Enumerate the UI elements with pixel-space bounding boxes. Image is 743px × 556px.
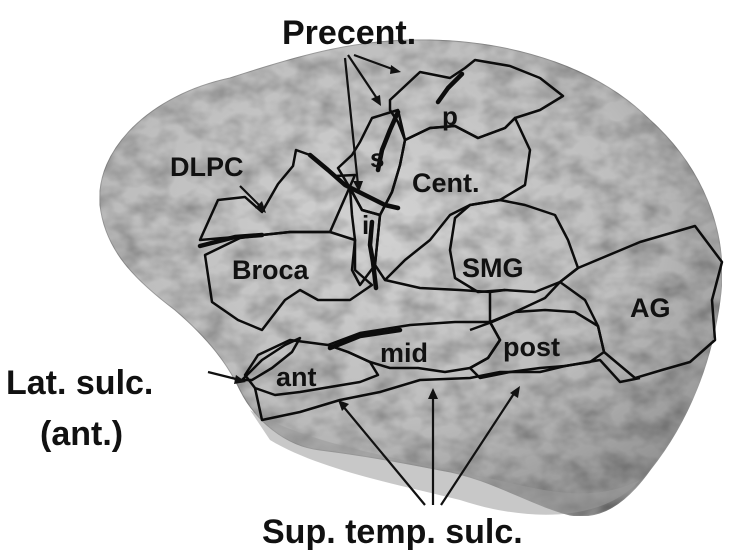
ag-label: AG (630, 293, 671, 323)
dlpc-label: DLPC (170, 152, 244, 182)
ant-label: ant (276, 362, 317, 392)
precentral-s-label: s (370, 143, 384, 173)
precentral-label: Precent. (282, 14, 416, 52)
lat-sulc-label-line1: Lat. sulc. (6, 364, 153, 402)
brain-hemisphere (100, 40, 722, 516)
precentral-i-label: i (362, 210, 369, 240)
post-label: post (503, 332, 560, 362)
broca-label: Broca (232, 255, 310, 285)
precentral-p-label: p (442, 101, 458, 131)
sts-label: Sup. temp. sulc. (262, 513, 523, 551)
smg-label: SMG (462, 253, 524, 283)
lat-sulc-label-line2: (ant.) (40, 415, 123, 453)
central-label: Cent. (412, 168, 480, 198)
mid-label: mid (380, 338, 428, 368)
